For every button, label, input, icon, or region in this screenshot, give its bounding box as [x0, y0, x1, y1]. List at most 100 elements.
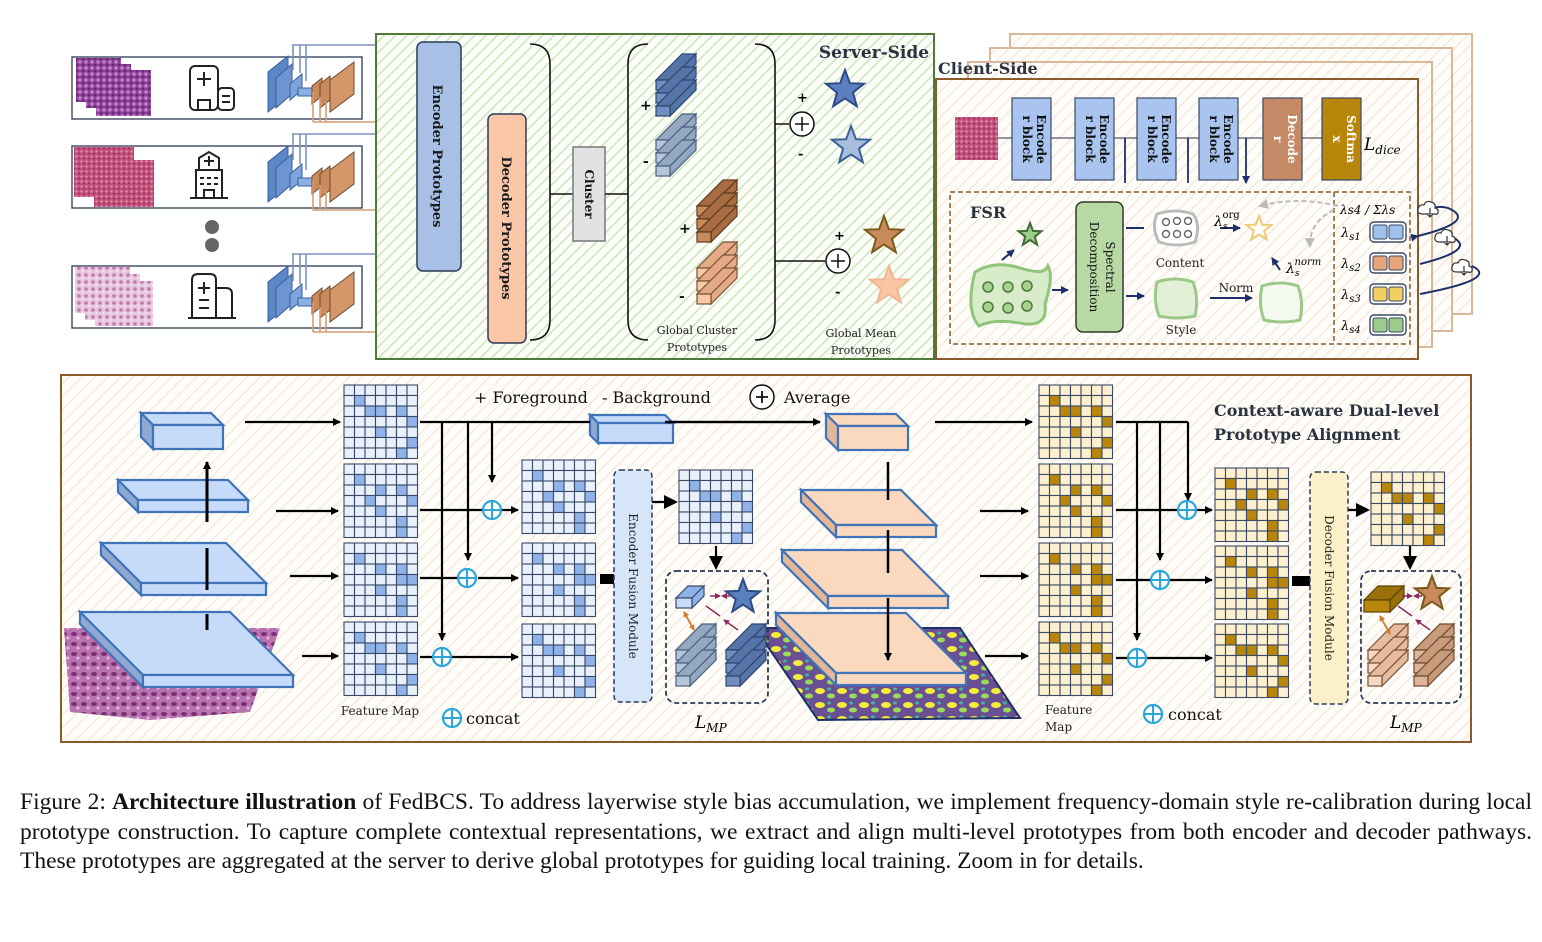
grid-cell: [1380, 534, 1393, 547]
grid-cell: [1422, 502, 1435, 515]
block-label: r block: [1020, 115, 1034, 163]
encoder-layer: [138, 411, 226, 427]
grid-cell: [343, 505, 356, 518]
grid-cell: [521, 563, 534, 576]
block-label: Softma: [1344, 115, 1358, 163]
grid-cell: [1214, 509, 1227, 522]
grid-cell: [1090, 447, 1103, 460]
svg-text:+: +: [797, 91, 808, 106]
grid-cell: [1090, 473, 1103, 486]
grid-cell: [385, 594, 398, 607]
grid-cell: [1069, 505, 1082, 518]
grid-cell: [374, 484, 387, 497]
average-op: [825, 248, 851, 274]
grid-cell: [343, 542, 356, 555]
grid-cell: [1038, 573, 1051, 586]
grid-cell: [1245, 644, 1258, 657]
grid-cell: [406, 415, 419, 428]
grid-cell: [385, 652, 398, 665]
grid-cell: [1059, 631, 1072, 644]
grid-cell: [699, 490, 712, 503]
lambda-cell: [1372, 286, 1388, 302]
grid-cell: [1101, 563, 1114, 576]
svg-text:Spectral: Spectral: [1103, 241, 1117, 292]
grid-cell: [364, 652, 377, 665]
grid-cell: [584, 522, 597, 535]
grid-cell: [1101, 494, 1114, 507]
concat-label: concat: [1168, 705, 1222, 724]
grid-cell: [353, 542, 366, 555]
grid-cell: [1038, 594, 1051, 607]
grid-cell: [1038, 684, 1051, 697]
grid-cell: [364, 415, 377, 428]
svg-text:Decoder Fusion Module: Decoder Fusion Module: [1322, 515, 1336, 661]
grid-cell: [1224, 530, 1237, 543]
grid-cell: [353, 594, 366, 607]
grid-cell: [1214, 545, 1227, 558]
grid-cell: [1277, 597, 1290, 610]
grid-cell: [1401, 534, 1414, 547]
grid-cell: [1101, 463, 1114, 476]
grid-cell: [1401, 492, 1414, 505]
grid-cell: [1038, 405, 1051, 418]
grid-cell: [584, 501, 597, 514]
grid-cell: [374, 573, 387, 586]
grid-cell: [699, 511, 712, 524]
grid-cell: [343, 426, 356, 439]
grid-cell: [1080, 505, 1093, 518]
grid-cell: [364, 663, 377, 676]
grid-cell: [353, 394, 366, 407]
grid-cell: [1059, 494, 1072, 507]
grid-cell: [343, 484, 356, 497]
grid-cell: [1101, 573, 1114, 586]
grid-cell: [406, 505, 419, 518]
global-mean-label: Global Mean: [826, 327, 897, 340]
grid-cell: [678, 469, 691, 482]
decoder-prototype-star: [1412, 573, 1452, 611]
architecture-figure: Server-Side Encoder Prototypes Decoder P…: [60, 33, 1481, 743]
grid-cell: [573, 633, 586, 646]
decoder-concat-map: [1214, 467, 1290, 543]
grid-cell: [364, 621, 377, 634]
normalized-style-blob: [1258, 281, 1304, 324]
grid-cell: [531, 605, 544, 618]
grid-cell: [1069, 436, 1082, 449]
grid-cell: [1038, 426, 1051, 439]
grid-cell: [1038, 526, 1051, 539]
grid-cell: [573, 480, 586, 493]
concat-cross: [458, 569, 476, 587]
grid-cell: [1101, 552, 1114, 565]
grid-cell: [552, 522, 565, 535]
grid-cell: [1224, 654, 1237, 667]
encoder-feature-map: [343, 542, 419, 618]
grid-cell: [1235, 509, 1248, 522]
grid-cell: [1090, 463, 1103, 476]
grid-cell: [1266, 675, 1279, 688]
block-label: r block: [1083, 115, 1097, 163]
grid-cell: [1256, 477, 1269, 490]
grid-cell: [1090, 605, 1103, 618]
grid-cell: [364, 484, 377, 497]
grid-cell: [1059, 605, 1072, 618]
grid-cell: [584, 542, 597, 555]
grid-cell: [1266, 509, 1279, 522]
grid-cell: [374, 584, 387, 597]
grid-cell: [1412, 492, 1425, 505]
grid-cell: [1048, 473, 1061, 486]
encoder-layer: [141, 673, 295, 689]
grid-cell: [1256, 587, 1269, 600]
grid-cell: [1224, 623, 1237, 636]
grid-cell: [1235, 566, 1248, 579]
grid-cell: [374, 621, 387, 634]
prototype-bar: [1413, 675, 1429, 687]
grid-cell: [542, 459, 555, 472]
alignment-contents: [674, 573, 1456, 688]
grid-cell: [563, 623, 576, 636]
global-mean-prototypes: [823, 67, 911, 305]
medical-building-icon: [188, 273, 236, 319]
grid-cell: [364, 436, 377, 449]
grid-cell: [1090, 552, 1103, 565]
grid-cell: [1433, 534, 1446, 547]
grid-cell: [563, 501, 576, 514]
